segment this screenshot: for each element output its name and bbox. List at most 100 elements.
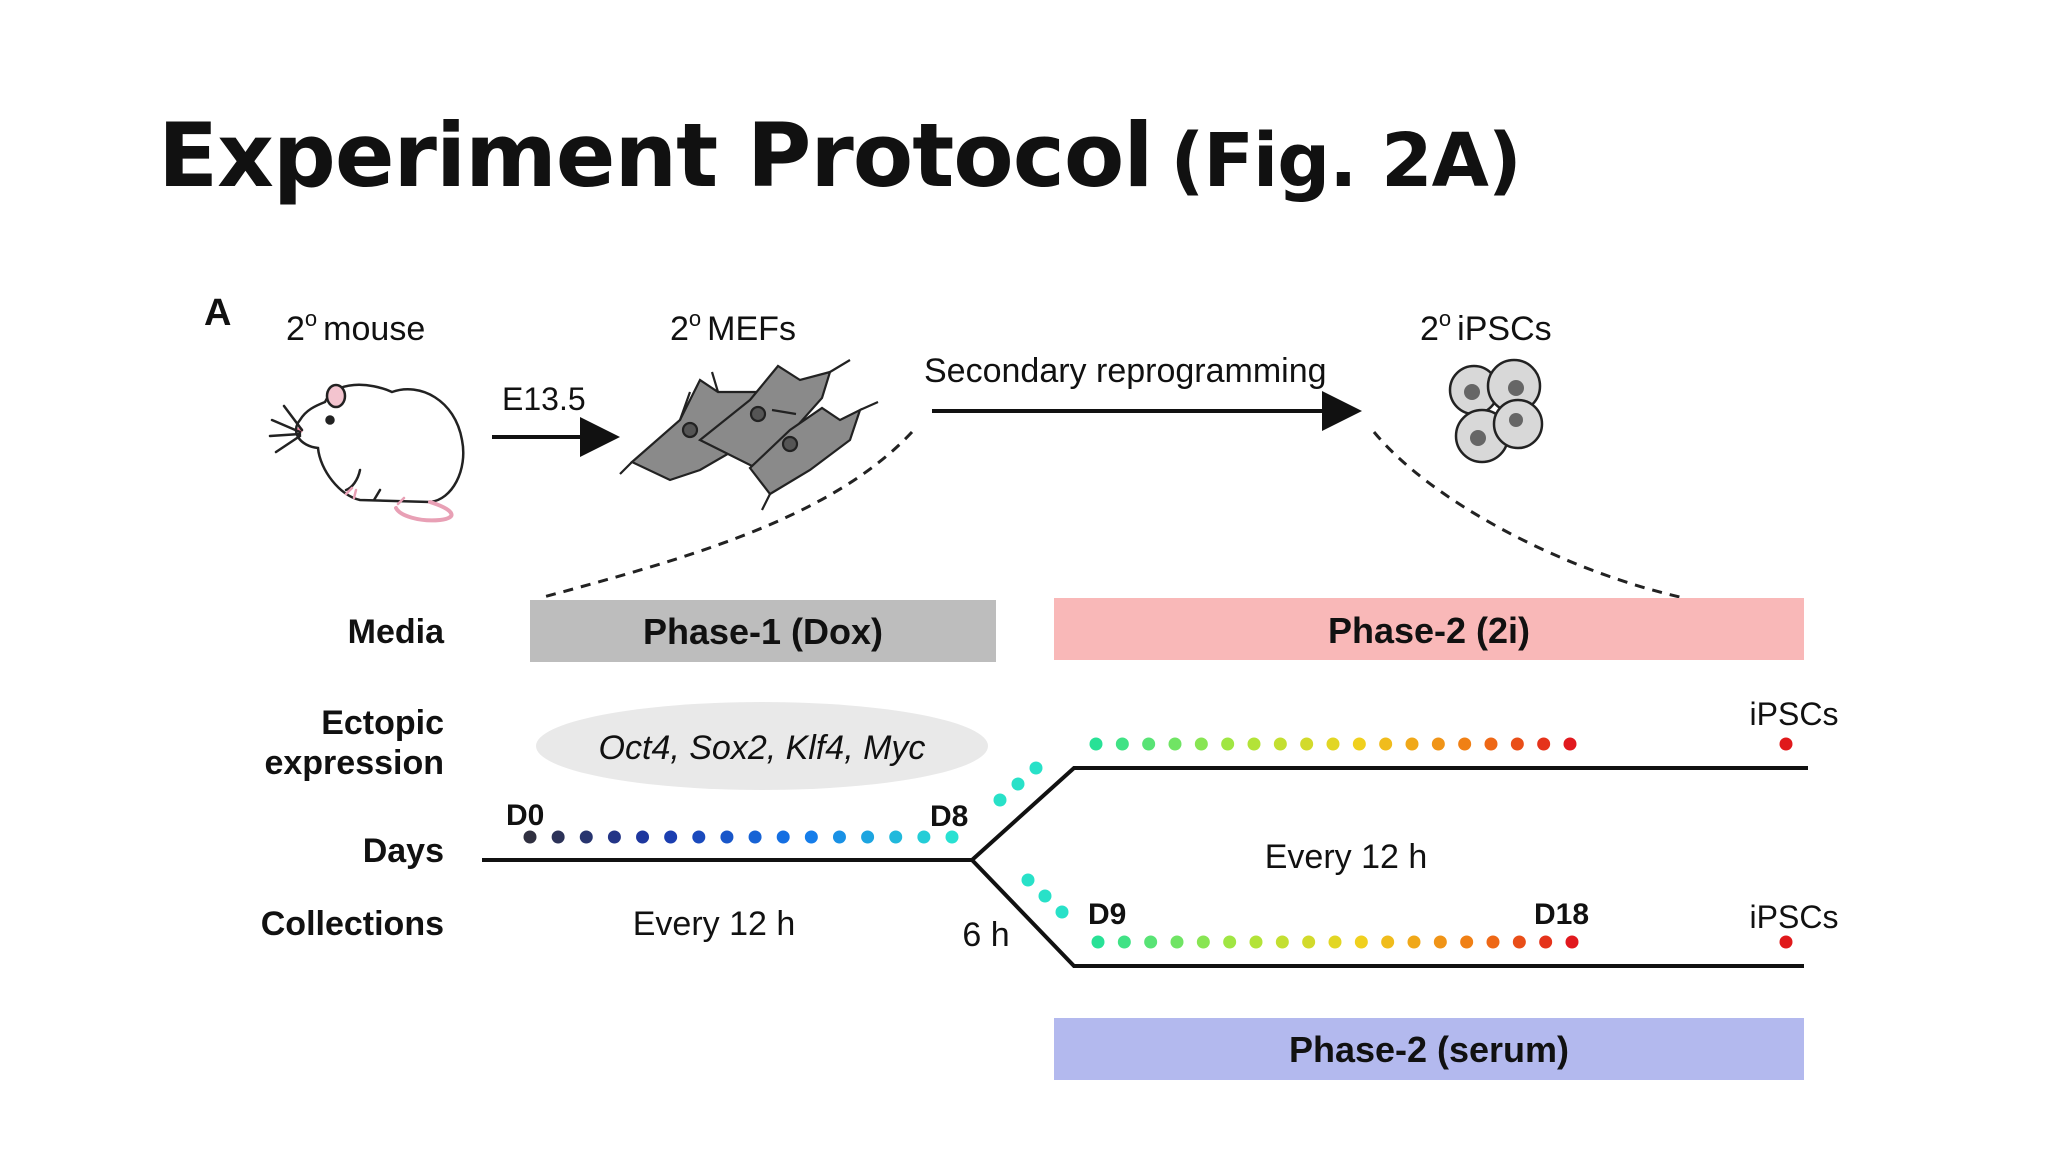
- timepoint-dot-phase2-serum: [1539, 935, 1553, 949]
- timepoint-dot-phase2-2i: [1431, 737, 1445, 751]
- timepoint-dot-phase2-2i: [1300, 737, 1314, 751]
- timepoint-dot-phase1: [720, 830, 734, 844]
- day-d9-label: D9: [1088, 898, 1126, 931]
- timepoint-dot-phase2-2i: [1563, 737, 1577, 751]
- title-main: Experiment Protocol: [158, 104, 1154, 207]
- day-d18-label: D18: [1534, 898, 1589, 931]
- timepoint-dot-phase1: [551, 830, 565, 844]
- e13-5-label: E13.5: [502, 381, 586, 417]
- timepoint-dot-branch-upper: [993, 793, 1007, 807]
- timepoint-dot-phase2-2i: [1142, 737, 1156, 751]
- timepoint-dot-phase1: [945, 830, 959, 844]
- factors-ellipse: [536, 702, 988, 790]
- slide-title: Experiment Protocol(Fig. 2A): [158, 107, 1522, 205]
- timepoint-dot-branch-lower: [1038, 889, 1052, 903]
- timepoint-dot-phase2-2i: [1510, 737, 1524, 751]
- timepoint-dot-phase1: [889, 830, 903, 844]
- timeline-branch-lower: [970, 858, 1804, 968]
- ectopic-row-label-2: expression: [264, 744, 444, 782]
- timepoint-dot-phase2-2i: [1484, 737, 1498, 751]
- timepoint-dot-phase2-serum: [1223, 935, 1237, 949]
- media-row-label: Media: [348, 613, 445, 651]
- timepoint-dot-phase2-serum: [1328, 935, 1342, 949]
- phase1-box: [530, 600, 996, 662]
- timepoint-dot-phase2-2i: [1458, 737, 1472, 751]
- interval-branch-label: 6 h: [962, 916, 1009, 954]
- phase2-2i-box: [1054, 598, 1804, 660]
- day-d0-label: D0: [506, 799, 544, 832]
- interval-phase1-label: Every 12 h: [633, 905, 796, 943]
- timepoint-dot-branch-upper: [1029, 761, 1043, 775]
- timepoint-dot-phase1: [748, 830, 762, 844]
- timepoint-dot-phase2-serum: [1144, 935, 1158, 949]
- timepoint-dot-branch-lower: [1021, 873, 1035, 887]
- panel-letter: A: [204, 292, 231, 334]
- timepoint-dot-phase2-serum: [1196, 935, 1210, 949]
- day-d8-label: D8: [930, 800, 968, 833]
- ipscs-end-dot-top: [1779, 737, 1793, 751]
- timepoint-dot-phase2-serum: [1249, 935, 1263, 949]
- phase2-2i-box-label: Phase-2 (2i): [1328, 610, 1530, 651]
- timepoint-dot-phase2-2i: [1537, 737, 1551, 751]
- timepoint-dot-branch-upper: [1011, 777, 1025, 791]
- timepoint-dot-branch-lower: [1055, 905, 1069, 919]
- ipscs-end-label-top: iPSCs: [1750, 696, 1839, 732]
- timepoint-dots: [523, 737, 1793, 949]
- timepoint-dot-phase1: [636, 830, 650, 844]
- timepoint-dot-phase2-serum: [1486, 935, 1500, 949]
- timepoint-dot-phase2-serum: [1302, 935, 1316, 949]
- timepoint-dot-phase1: [579, 830, 593, 844]
- timepoint-dot-phase1: [804, 830, 818, 844]
- timepoint-dot-phase1: [917, 830, 931, 844]
- ipsc-cluster-icon: [1448, 358, 1544, 464]
- ipscs-end-label-bottom: iPSCs: [1750, 899, 1839, 935]
- timepoint-dot-phase2-serum: [1565, 935, 1579, 949]
- timepoint-dot-phase2-2i: [1115, 737, 1129, 751]
- timepoint-dot-phase2-2i: [1194, 737, 1208, 751]
- timepoint-dot-phase1: [776, 830, 790, 844]
- ectopic-row-label-1: Ectopic: [321, 704, 444, 742]
- timepoint-dot-phase2-serum: [1433, 935, 1447, 949]
- timepoint-dot-phase2-2i: [1326, 737, 1340, 751]
- timepoint-dot-phase2-serum: [1460, 935, 1474, 949]
- timepoint-dot-phase2-serum: [1170, 935, 1184, 949]
- timepoint-dot-phase2-serum: [1091, 935, 1105, 949]
- timepoint-dot-phase2-2i: [1247, 737, 1261, 751]
- timepoint-dot-phase2-2i: [1089, 737, 1103, 751]
- timepoint-dot-phase2-serum: [1117, 935, 1131, 949]
- timepoint-dot-phase1: [832, 830, 846, 844]
- mouse-icon: [268, 383, 465, 523]
- zoom-line-right: [1372, 431, 1685, 600]
- collections-row-label: Collections: [261, 905, 444, 943]
- timepoint-dot-phase2-serum: [1381, 935, 1395, 949]
- phase2-serum-box-label: Phase-2 (serum): [1289, 1029, 1569, 1070]
- phase2-serum-box: [1054, 1018, 1804, 1080]
- timepoint-dot-phase1: [607, 830, 621, 844]
- factors-label: Oct4, Sox2, Klf4, Myc: [599, 729, 926, 767]
- secondary-reprogramming-label: Secondary reprogramming: [924, 352, 1327, 390]
- timepoint-dot-phase1: [664, 830, 678, 844]
- timepoint-dot-phase2-2i: [1405, 737, 1419, 751]
- timepoint-dot-phase1: [523, 830, 537, 844]
- mefs-icon: [619, 359, 879, 511]
- timepoint-dot-phase2-serum: [1512, 935, 1526, 949]
- timepoint-dot-phase2-2i: [1379, 737, 1393, 751]
- timepoint-dot-phase1: [861, 830, 875, 844]
- phase1-box-label: Phase-1 (Dox): [643, 611, 883, 652]
- timepoint-dot-phase1: [692, 830, 706, 844]
- timepoint-dot-phase2-2i: [1221, 737, 1235, 751]
- title-suffix: (Fig. 2A): [1170, 118, 1522, 204]
- timepoint-dot-phase2-serum: [1275, 935, 1289, 949]
- timepoint-dot-phase2-2i: [1273, 737, 1287, 751]
- timepoint-dot-phase2-2i: [1352, 737, 1366, 751]
- timeline-branch-upper: [970, 766, 1808, 862]
- timepoint-dot-phase2-serum: [1354, 935, 1368, 949]
- zoom-line-left: [539, 430, 914, 600]
- timepoint-dot-phase2-serum: [1407, 935, 1421, 949]
- interval-phase2-label: Every 12 h: [1265, 838, 1428, 876]
- days-row-label: Days: [363, 832, 444, 870]
